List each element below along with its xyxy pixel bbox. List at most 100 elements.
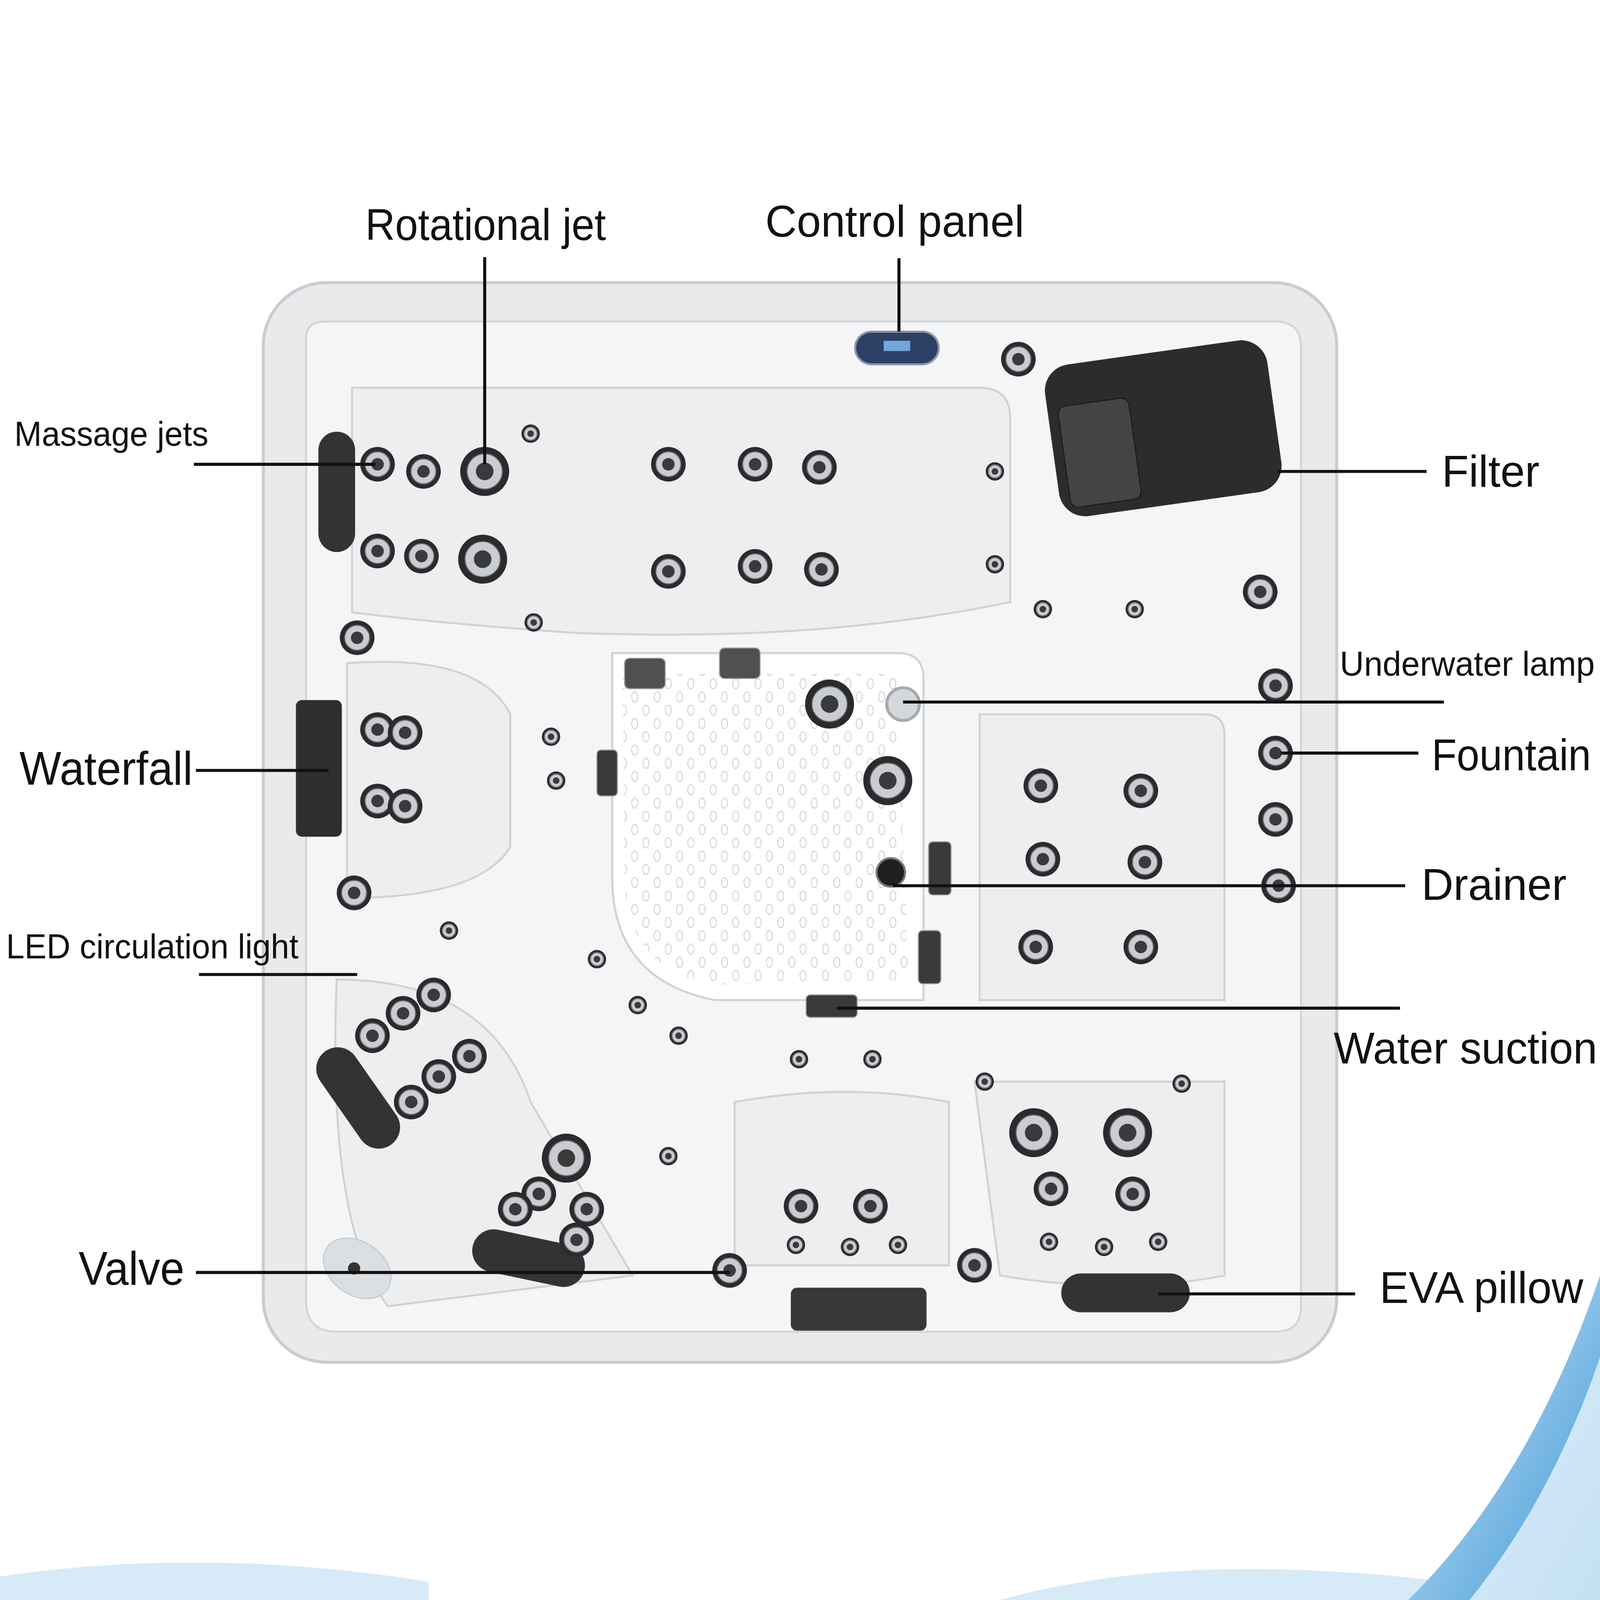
jet-nozzle [371, 794, 384, 808]
jet-nozzle [557, 1149, 576, 1168]
jet-nozzle [1034, 779, 1048, 792]
jet-rim [651, 446, 686, 482]
jet-rim [360, 533, 395, 569]
jet-face [1005, 346, 1031, 372]
seat [974, 1081, 1225, 1286]
jet-face [502, 1196, 528, 1222]
leader-line [892, 883, 1405, 887]
jet-rim [1242, 574, 1278, 609]
jet-nozzle [593, 955, 601, 963]
jet-nozzle [396, 1006, 410, 1020]
jet-rim [628, 995, 647, 1015]
jet-nozzle [398, 726, 412, 740]
jet-nozzle [968, 1259, 981, 1272]
jet-face [843, 1240, 857, 1254]
jet-nozzle [1138, 856, 1152, 869]
jet-rim [789, 1050, 809, 1069]
jet-face [524, 427, 538, 441]
jet-face [656, 451, 681, 477]
jet-nozzle [981, 1078, 989, 1086]
jet-nozzle [1118, 1123, 1137, 1142]
jet-rim [863, 756, 913, 806]
jet-face [811, 686, 848, 722]
jet-nozzle [634, 1001, 642, 1009]
jet-rim [1148, 1232, 1168, 1252]
jet-face [563, 1227, 589, 1253]
jet-rim [1033, 599, 1052, 619]
jet-nozzle [1134, 940, 1147, 954]
jet-nozzle [371, 723, 384, 736]
leader-line [195, 768, 329, 772]
waterfall [296, 700, 343, 837]
drainer [876, 858, 906, 887]
jet-nozzle [1045, 1238, 1053, 1246]
jet-nozzle [1025, 1123, 1043, 1142]
jet-face [574, 1196, 600, 1222]
jet-rim [1123, 773, 1159, 809]
jet-nozzle [1154, 1238, 1162, 1246]
jet-rim [521, 424, 540, 443]
part-label: Massage jets [14, 416, 209, 452]
jet-face [809, 556, 835, 582]
jet-nozzle [547, 733, 555, 741]
jet-group [336, 341, 1297, 1288]
jet-nozzle [427, 988, 441, 1002]
jet-face [656, 559, 681, 585]
jet-face [1042, 1235, 1056, 1249]
jet-rim [975, 1072, 994, 1091]
jet-face [788, 1193, 814, 1219]
jet-rim [1123, 929, 1159, 965]
jet-nozzle [552, 777, 560, 785]
jet-face [341, 880, 367, 906]
jet-nozzle [794, 1199, 808, 1213]
valve-recess [311, 1225, 403, 1312]
leader-line [836, 1006, 1401, 1010]
jet-face [978, 1074, 992, 1089]
pillow [318, 431, 356, 552]
jet-nozzle [878, 771, 897, 790]
jet-face [359, 1023, 385, 1049]
jet-rim [387, 715, 423, 751]
water-suction [597, 750, 618, 797]
jet-nozzle [532, 1187, 546, 1201]
jet-face [671, 1028, 686, 1043]
jet-rim [1094, 1237, 1113, 1256]
jet-face [988, 557, 1002, 572]
jet-rim [541, 727, 561, 746]
jet-rim [783, 1188, 819, 1224]
jet-face [590, 952, 604, 967]
jet-rim [421, 1059, 456, 1094]
control-display [883, 340, 910, 351]
jet-face [1128, 778, 1154, 804]
jet-nozzle [1178, 1080, 1185, 1087]
jet-rim [985, 462, 1004, 481]
jet-face [410, 458, 436, 484]
jet-rim [712, 1253, 747, 1288]
jet-rim [1009, 1108, 1059, 1158]
jet-face [442, 923, 456, 938]
jet-nozzle [1126, 1187, 1139, 1201]
jet-rim [524, 613, 543, 632]
pillow [307, 1038, 409, 1158]
leader-line [195, 1270, 730, 1274]
jet-face [365, 538, 391, 564]
jet-nozzle [509, 1203, 522, 1216]
part-label: Rotational jet [365, 202, 606, 248]
seat [979, 714, 1225, 1000]
jet-face [456, 1043, 482, 1069]
leader-line [1277, 469, 1427, 473]
jet-nozzle [1269, 679, 1282, 693]
jet-face [1263, 673, 1289, 699]
jet-face [988, 465, 1002, 479]
jet-nozzle [476, 462, 494, 481]
jet-rim [888, 1235, 908, 1254]
control-panel [855, 331, 939, 365]
jet-face [792, 1052, 806, 1066]
jet-face [1028, 773, 1054, 799]
filter-cover [1041, 336, 1286, 520]
jet-rim [559, 1222, 594, 1257]
part-label: Filter [1441, 449, 1540, 495]
jet-face [365, 788, 391, 814]
jet-nozzle [1012, 352, 1025, 366]
